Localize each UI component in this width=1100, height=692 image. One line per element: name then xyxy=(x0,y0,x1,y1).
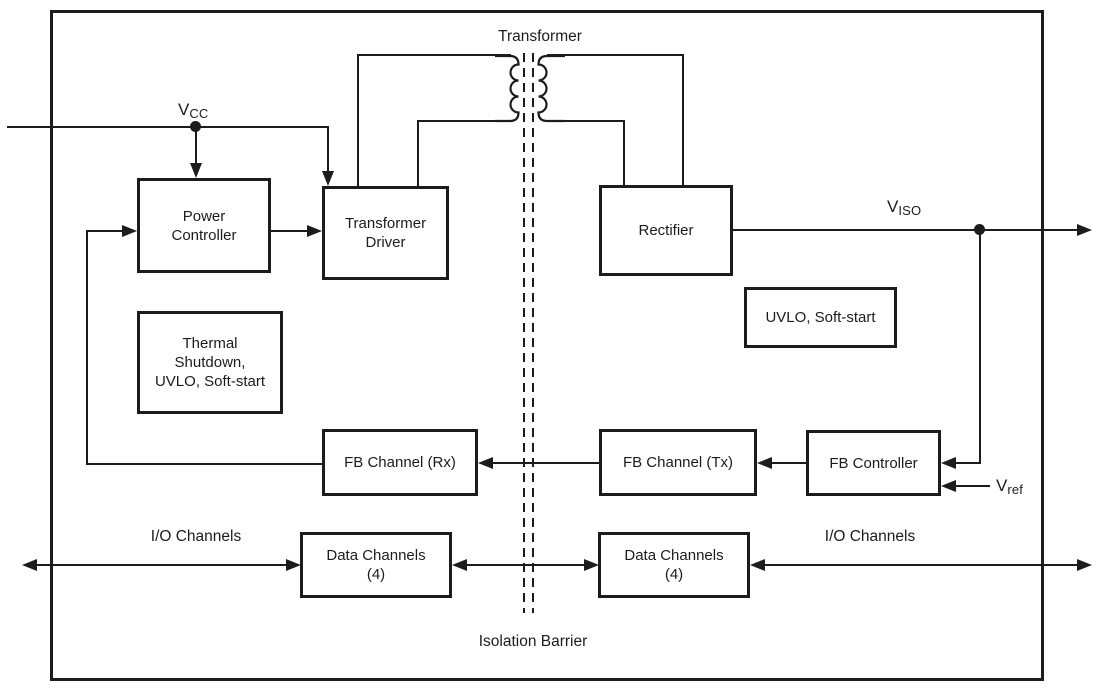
block-label: Thermal xyxy=(182,335,238,352)
block-label: UVLO, Soft-start xyxy=(154,373,266,390)
wire-io-right xyxy=(763,564,1080,566)
vref-label: Vref xyxy=(996,476,1023,497)
vref-subscript: ref xyxy=(1007,482,1024,497)
block-label: Driver xyxy=(365,234,406,251)
block-thermal-shutdown: Thermal Shutdown, UVLO, Soft-start xyxy=(137,311,283,414)
wire-primary-top-lead xyxy=(357,54,511,56)
viso-subscript: ISO xyxy=(898,203,922,218)
transformer-winding-icon xyxy=(495,54,565,123)
vcc-label: VCC xyxy=(178,100,209,121)
wire-fb-tx-to-rx xyxy=(491,462,599,464)
arrowhead-into-fb-rx xyxy=(478,457,493,469)
block-uvlo-soft-start: UVLO, Soft-start xyxy=(744,287,897,348)
block-label: Rectifier xyxy=(638,222,694,239)
wire-rectifier-stub-right xyxy=(682,55,684,186)
block-label: Controller xyxy=(171,226,237,244)
arrowhead-io-left-out xyxy=(22,559,37,571)
block-fb-channel-tx: FB Channel (Tx) xyxy=(599,429,757,496)
wire-power-controller-to-driver xyxy=(271,230,309,232)
isolation-barrier-dashed-line-left xyxy=(523,53,525,613)
wire-viso-sense-vertical xyxy=(979,230,981,464)
arrowhead-into-transformer-driver-top xyxy=(322,171,334,186)
arrowhead-into-power-controller-left xyxy=(122,225,137,237)
wire-fb-controller-to-tx xyxy=(770,462,806,464)
wire-secondary-bottom-lead xyxy=(547,120,625,122)
wire-feedback-to-power-controller xyxy=(87,230,123,232)
wire-driver-stub-left xyxy=(357,55,359,187)
wire-fb-feedback-vertical xyxy=(86,230,88,465)
arrowhead-data-right xyxy=(584,559,599,571)
arrowhead-into-power-controller-top xyxy=(190,163,202,178)
arrowhead-io-right-out xyxy=(1077,559,1092,571)
junction-dot-viso xyxy=(974,224,985,235)
block-data-channels-right: Data Channels (4) xyxy=(598,532,750,598)
arrowhead-into-fb-controller-vref xyxy=(941,480,956,492)
io-channels-right-label: I/O Channels xyxy=(824,528,916,545)
block-label: Shutdown, xyxy=(174,354,246,371)
arrowhead-into-fb-controller-sense xyxy=(941,457,956,469)
transformer-label: Transformer xyxy=(498,28,582,45)
arrowhead-into-fb-tx xyxy=(757,457,772,469)
arrowhead-io-right-in xyxy=(750,559,765,571)
vref-base: V xyxy=(996,476,1008,495)
chip-boundary xyxy=(50,10,1044,681)
wire-io-left xyxy=(35,564,288,566)
block-label: FB Controller xyxy=(829,454,918,472)
block-rectifier: Rectifier xyxy=(599,185,733,276)
wire-viso-to-fb-controller xyxy=(954,462,980,464)
wire-rectifier-stub-left xyxy=(623,121,625,186)
io-channels-left-label: I/O Channels xyxy=(150,528,242,545)
arrowhead-viso-output xyxy=(1077,224,1092,236)
arrowhead-io-left-in xyxy=(286,559,301,571)
viso-label: VISO xyxy=(887,197,921,218)
viso-base: V xyxy=(887,197,899,216)
block-label: FB Channel (Rx) xyxy=(344,454,456,471)
block-power-controller: Power Controller xyxy=(137,178,271,273)
arrowhead-data-left xyxy=(452,559,467,571)
block-data-channels-left: Data Channels (4) xyxy=(300,532,452,598)
block-label: Data Channels xyxy=(624,547,724,564)
block-label: Transformer xyxy=(344,215,427,232)
wire-primary-bottom-lead xyxy=(417,120,511,122)
vcc-subscript: CC xyxy=(189,106,209,121)
isolation-barrier-dashed-line-right xyxy=(532,53,534,613)
block-label: (4) xyxy=(366,566,386,583)
wire-vcc-to-transformer-driver xyxy=(327,127,329,172)
wire-vcc-to-power-controller xyxy=(195,127,197,165)
arrowhead-into-transformer-driver-left xyxy=(307,225,322,237)
wire-fb-rx-feedback-horizontal xyxy=(87,463,322,465)
wire-viso-output xyxy=(733,229,1080,231)
block-label: Data Channels xyxy=(326,547,426,564)
block-label: UVLO, Soft-start xyxy=(765,309,876,326)
wire-vcc-input xyxy=(7,126,329,128)
wire-secondary-top-lead xyxy=(547,54,684,56)
isolation-barrier-label: Isolation Barrier xyxy=(478,633,588,650)
block-transformer-driver: Transformer Driver xyxy=(322,186,449,280)
vcc-base: V xyxy=(178,100,190,119)
wire-vref-input xyxy=(954,485,990,487)
wire-driver-stub-right xyxy=(417,121,419,187)
block-fb-controller: FB Controller xyxy=(806,430,941,496)
junction-dot-vcc xyxy=(190,121,201,132)
block-label: Power xyxy=(182,207,226,225)
block-fb-channel-rx: FB Channel (Rx) xyxy=(322,429,478,496)
block-label: (4) xyxy=(664,566,684,583)
block-label: FB Channel (Tx) xyxy=(622,454,734,471)
wire-data-channels-link xyxy=(464,564,586,566)
